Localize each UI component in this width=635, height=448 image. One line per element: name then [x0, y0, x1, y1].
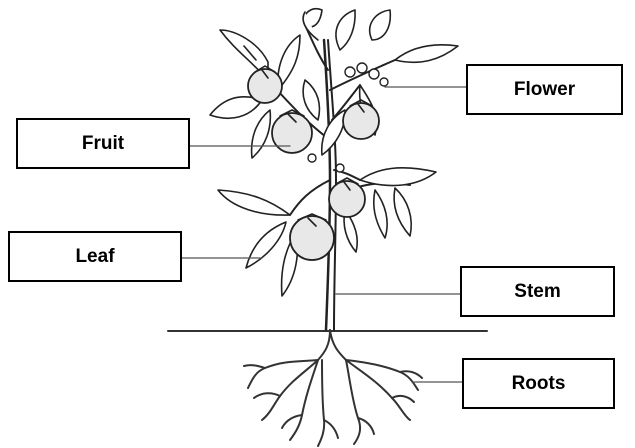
main-stem	[324, 40, 330, 330]
leaf-label-box: Leaf	[8, 231, 182, 282]
roots-label-box: Roots	[462, 358, 615, 409]
fruit-label: Fruit	[82, 133, 124, 155]
flower-label-box: Flower	[466, 64, 623, 115]
fruit-label-box: Fruit	[16, 118, 190, 169]
stem-label: Stem	[514, 281, 560, 303]
roots-label: Roots	[512, 373, 566, 395]
leaf-label: Leaf	[75, 246, 114, 268]
leaves	[210, 9, 458, 296]
roots-drawing	[244, 330, 422, 446]
flower-label: Flower	[514, 79, 575, 101]
stem-label-box: Stem	[460, 266, 615, 317]
